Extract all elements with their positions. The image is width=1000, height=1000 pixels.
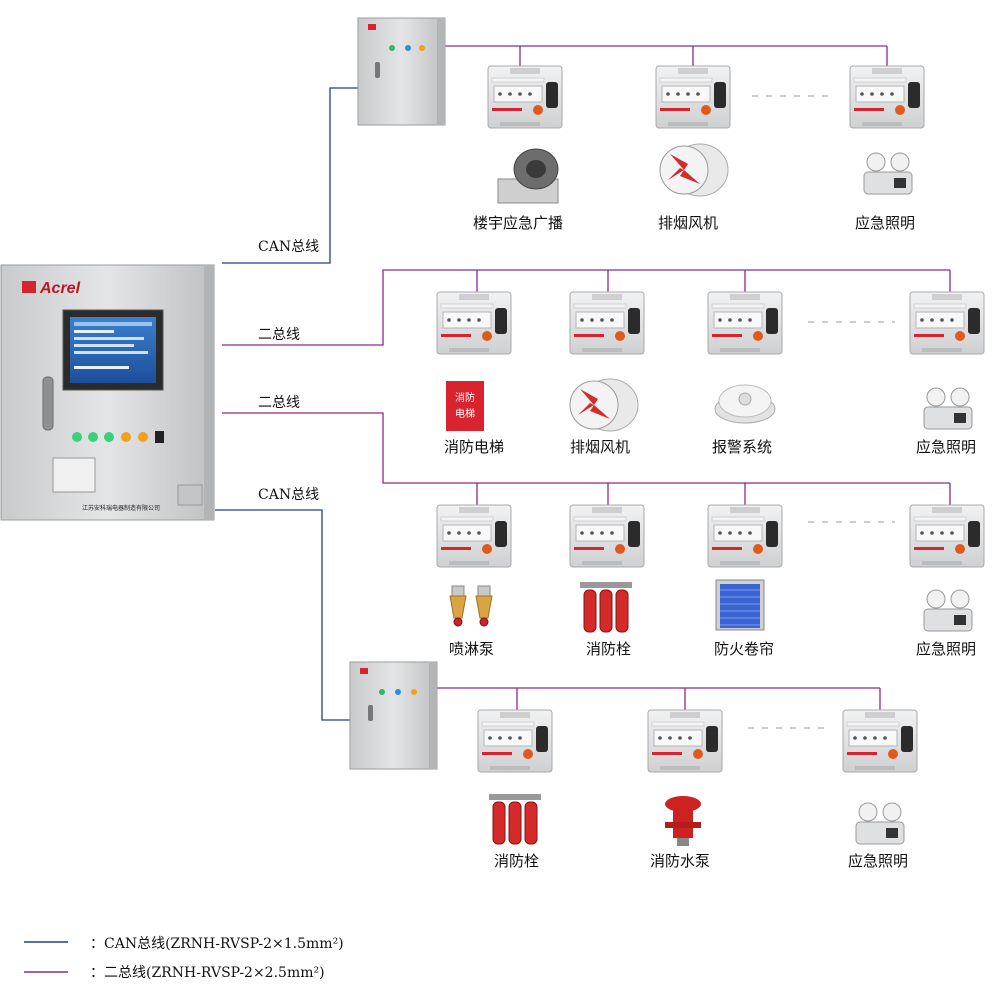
broadcast-speaker-icon [497, 148, 559, 204]
indicator-light-amber [138, 432, 148, 442]
io-module [909, 504, 985, 568]
io-module [909, 291, 985, 355]
two-bus-row3-line [222, 412, 950, 484]
fire-cylinder-icon [489, 794, 541, 845]
fire-elevator-sign-icon: 消防电梯 [446, 381, 484, 431]
sub-cabinet-top [357, 17, 446, 126]
indicator-light-green [72, 432, 82, 442]
io-modules [436, 65, 985, 773]
io-module [707, 291, 783, 355]
device-label: 应急照明 [916, 438, 977, 456]
smoke-detector-icon [714, 384, 776, 424]
io-module [569, 291, 645, 355]
device-label: 消防电梯 [444, 438, 505, 456]
device-label: 楼宇应急广播 [473, 214, 564, 232]
io-module [487, 65, 563, 129]
io-module [436, 504, 512, 568]
device-label: 排烟风机 [658, 214, 719, 232]
legend-can: ：CAN总线(ZRNH-RVSP-2×1.5mm²) [90, 936, 344, 952]
io-module [707, 504, 783, 568]
company-name: 江苏安科瑞电器制造有限公司 [82, 504, 160, 512]
fire-shutter-icon [715, 579, 765, 631]
bus-label-can-bottom: CAN总线 [258, 487, 320, 503]
io-module [569, 504, 645, 568]
bus-label-can-top: CAN总线 [258, 239, 320, 255]
two-bus-row2-line [222, 269, 950, 346]
field-devices: 消防电梯 [446, 143, 973, 846]
exhaust-fan-icon [569, 378, 639, 432]
sub-cabinet-bottom [349, 661, 438, 770]
indicator-light-green [104, 432, 114, 442]
io-module [477, 709, 553, 773]
device-label: 防火卷帘 [714, 640, 775, 658]
door-handle[interactable] [42, 376, 54, 431]
elevator-sign-text: 电梯 [455, 407, 475, 420]
indicator-light-green [88, 432, 98, 442]
wires [215, 45, 951, 721]
emergency-light-icon [923, 589, 973, 632]
indicator-light-amber [121, 432, 131, 442]
emergency-light-icon [855, 802, 905, 845]
fire-cylinder-icon [580, 582, 632, 633]
emergency-light-icon [863, 152, 913, 195]
bus-label-two-1: 二总线 [258, 327, 300, 343]
device-label: 应急照明 [848, 852, 909, 870]
bus-label-two-2: 二总线 [258, 395, 300, 411]
device-label: 消防水泵 [650, 852, 711, 870]
brand-text: Acrel [39, 280, 81, 297]
main-control-cabinet: Acrel 江苏安科瑞电器制造有限公司 [0, 264, 215, 521]
elevator-sign-text: 消防 [455, 391, 475, 404]
fire-pump-hydrant-icon [665, 796, 701, 846]
legend-two: ：二总线(ZRNH-RVSP-2×2.5mm²) [90, 965, 325, 981]
io-module [655, 65, 731, 129]
device-label: 报警系统 [712, 438, 773, 456]
device-label: 应急照明 [916, 640, 977, 658]
device-label: 消防栓 [494, 852, 540, 870]
continuation-dashes [748, 95, 895, 729]
io-module [647, 709, 723, 773]
sprinkler-head-icon [449, 585, 493, 627]
device-label: 应急照明 [855, 214, 916, 232]
io-module [842, 709, 918, 773]
emergency-light-icon [923, 387, 973, 430]
key-switch[interactable] [155, 431, 164, 443]
exhaust-fan-icon [659, 143, 729, 197]
printer-slot [52, 457, 96, 493]
device-label: 喷淋泵 [449, 640, 495, 658]
device-label: 排烟风机 [570, 438, 631, 456]
io-module [849, 65, 925, 129]
device-label: 消防栓 [586, 640, 632, 658]
acrel-logo-icon [22, 281, 36, 293]
can-bus-bottom-line [215, 509, 350, 721]
io-module [436, 291, 512, 355]
can-bus-top-line [222, 87, 358, 264]
